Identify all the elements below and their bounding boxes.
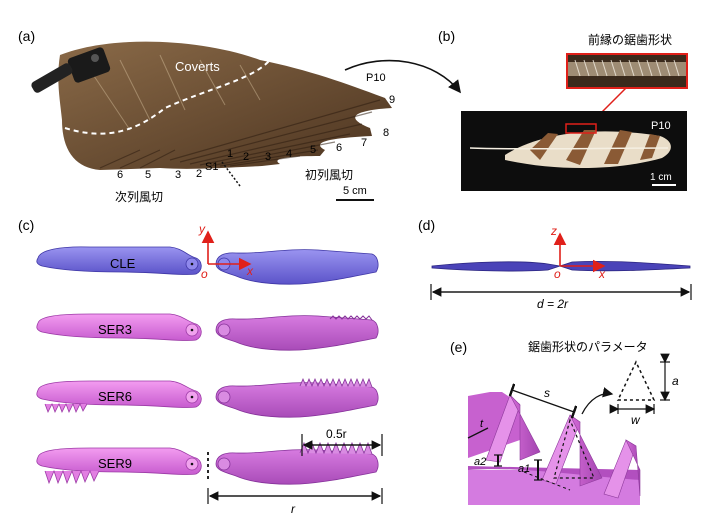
scale-label: 5 cm — [343, 185, 367, 197]
primary-number: 5 — [310, 144, 316, 156]
x-axis-label: x — [246, 264, 254, 278]
feather-p10-photo — [461, 111, 687, 191]
x-axis-label: x — [598, 267, 606, 281]
secondary-number: 3 — [175, 169, 181, 181]
diameter-label: d = 2r — [537, 297, 569, 311]
owl-wing-photo — [31, 37, 393, 187]
span-label: r — [291, 502, 296, 516]
z-axis-label: z — [550, 224, 557, 238]
feather-label: P10 — [651, 120, 671, 132]
parameter-title: 鋸歯形状のパラメータ — [528, 339, 648, 354]
rotor-side-view — [431, 261, 561, 272]
blade-ser3 — [36, 313, 379, 351]
primary-number: 2 — [243, 151, 249, 163]
secondary-number: S1 — [205, 161, 218, 173]
param-a-label: a — [672, 374, 679, 388]
blade-name-ser3: SER3 — [98, 322, 132, 337]
panel-e: (e) 鋸歯形状のパラメータ s t a2 — [450, 339, 679, 505]
blade-name-ser6: SER6 — [98, 389, 132, 404]
thickness-dimension — [467, 427, 489, 439]
y-axis-label: y — [198, 222, 206, 236]
serration-3d-model — [468, 392, 641, 505]
primary-number: 1 — [227, 148, 233, 160]
primary-number: 3 — [265, 151, 271, 163]
secondary-number: 2 — [196, 168, 202, 180]
param-w-label: w — [631, 413, 641, 427]
param-s-label: s — [544, 386, 550, 400]
panel-d-label: (d) — [418, 217, 435, 233]
primary-feathers-caption: 初列風切 — [305, 168, 353, 182]
origin-label: o — [201, 267, 208, 281]
panel-d: (d) z x o d = 2r — [418, 217, 692, 311]
pitch-dimension — [508, 383, 578, 419]
blade-ser9 — [36, 441, 379, 485]
link-arrow — [344, 59, 461, 94]
coverts-label: Coverts — [175, 59, 220, 74]
blade-ser6 — [36, 377, 379, 418]
primary-number: 9 — [389, 94, 395, 106]
secondary-number: 6 — [117, 169, 123, 181]
half-span-label: 0.5r — [326, 427, 347, 441]
secondary-feathers-caption: 次列風切 — [115, 190, 163, 204]
primary-number: P10 — [366, 72, 386, 84]
primary-number: 4 — [286, 148, 292, 160]
primary-number: 8 — [383, 127, 389, 139]
param-a1-label: a1 — [518, 463, 530, 475]
panel-b-label: (b) — [438, 28, 455, 44]
origin-label: o — [554, 267, 561, 281]
param-a2-label: a2 — [474, 456, 486, 468]
panel-e-label: (e) — [450, 339, 467, 355]
blade-name-ser9: SER9 — [98, 456, 132, 471]
tooth-shape-triangle — [616, 360, 656, 401]
detail-arrow — [581, 387, 614, 415]
panel-b: (b) 前縁の鋸歯形状 — [438, 28, 688, 191]
primary-number: 6 — [336, 142, 342, 154]
panel-c: (c) CLE y x o SER3 — [18, 217, 383, 516]
serration-zoom-photo — [566, 53, 688, 89]
blade-cle — [36, 246, 379, 285]
blade-name-cle: CLE — [110, 256, 136, 271]
param-t-label: t — [480, 418, 484, 430]
panel-a: (a) Coverts P10 — [18, 28, 461, 204]
panel-c-label: (c) — [18, 217, 34, 233]
serration-title: 前縁の鋸歯形状 — [588, 32, 672, 47]
primary-number: 7 — [361, 137, 367, 149]
scale-label: 1 cm — [650, 172, 672, 183]
panel-a-label: (a) — [18, 28, 35, 44]
secondary-number: 5 — [145, 169, 151, 181]
